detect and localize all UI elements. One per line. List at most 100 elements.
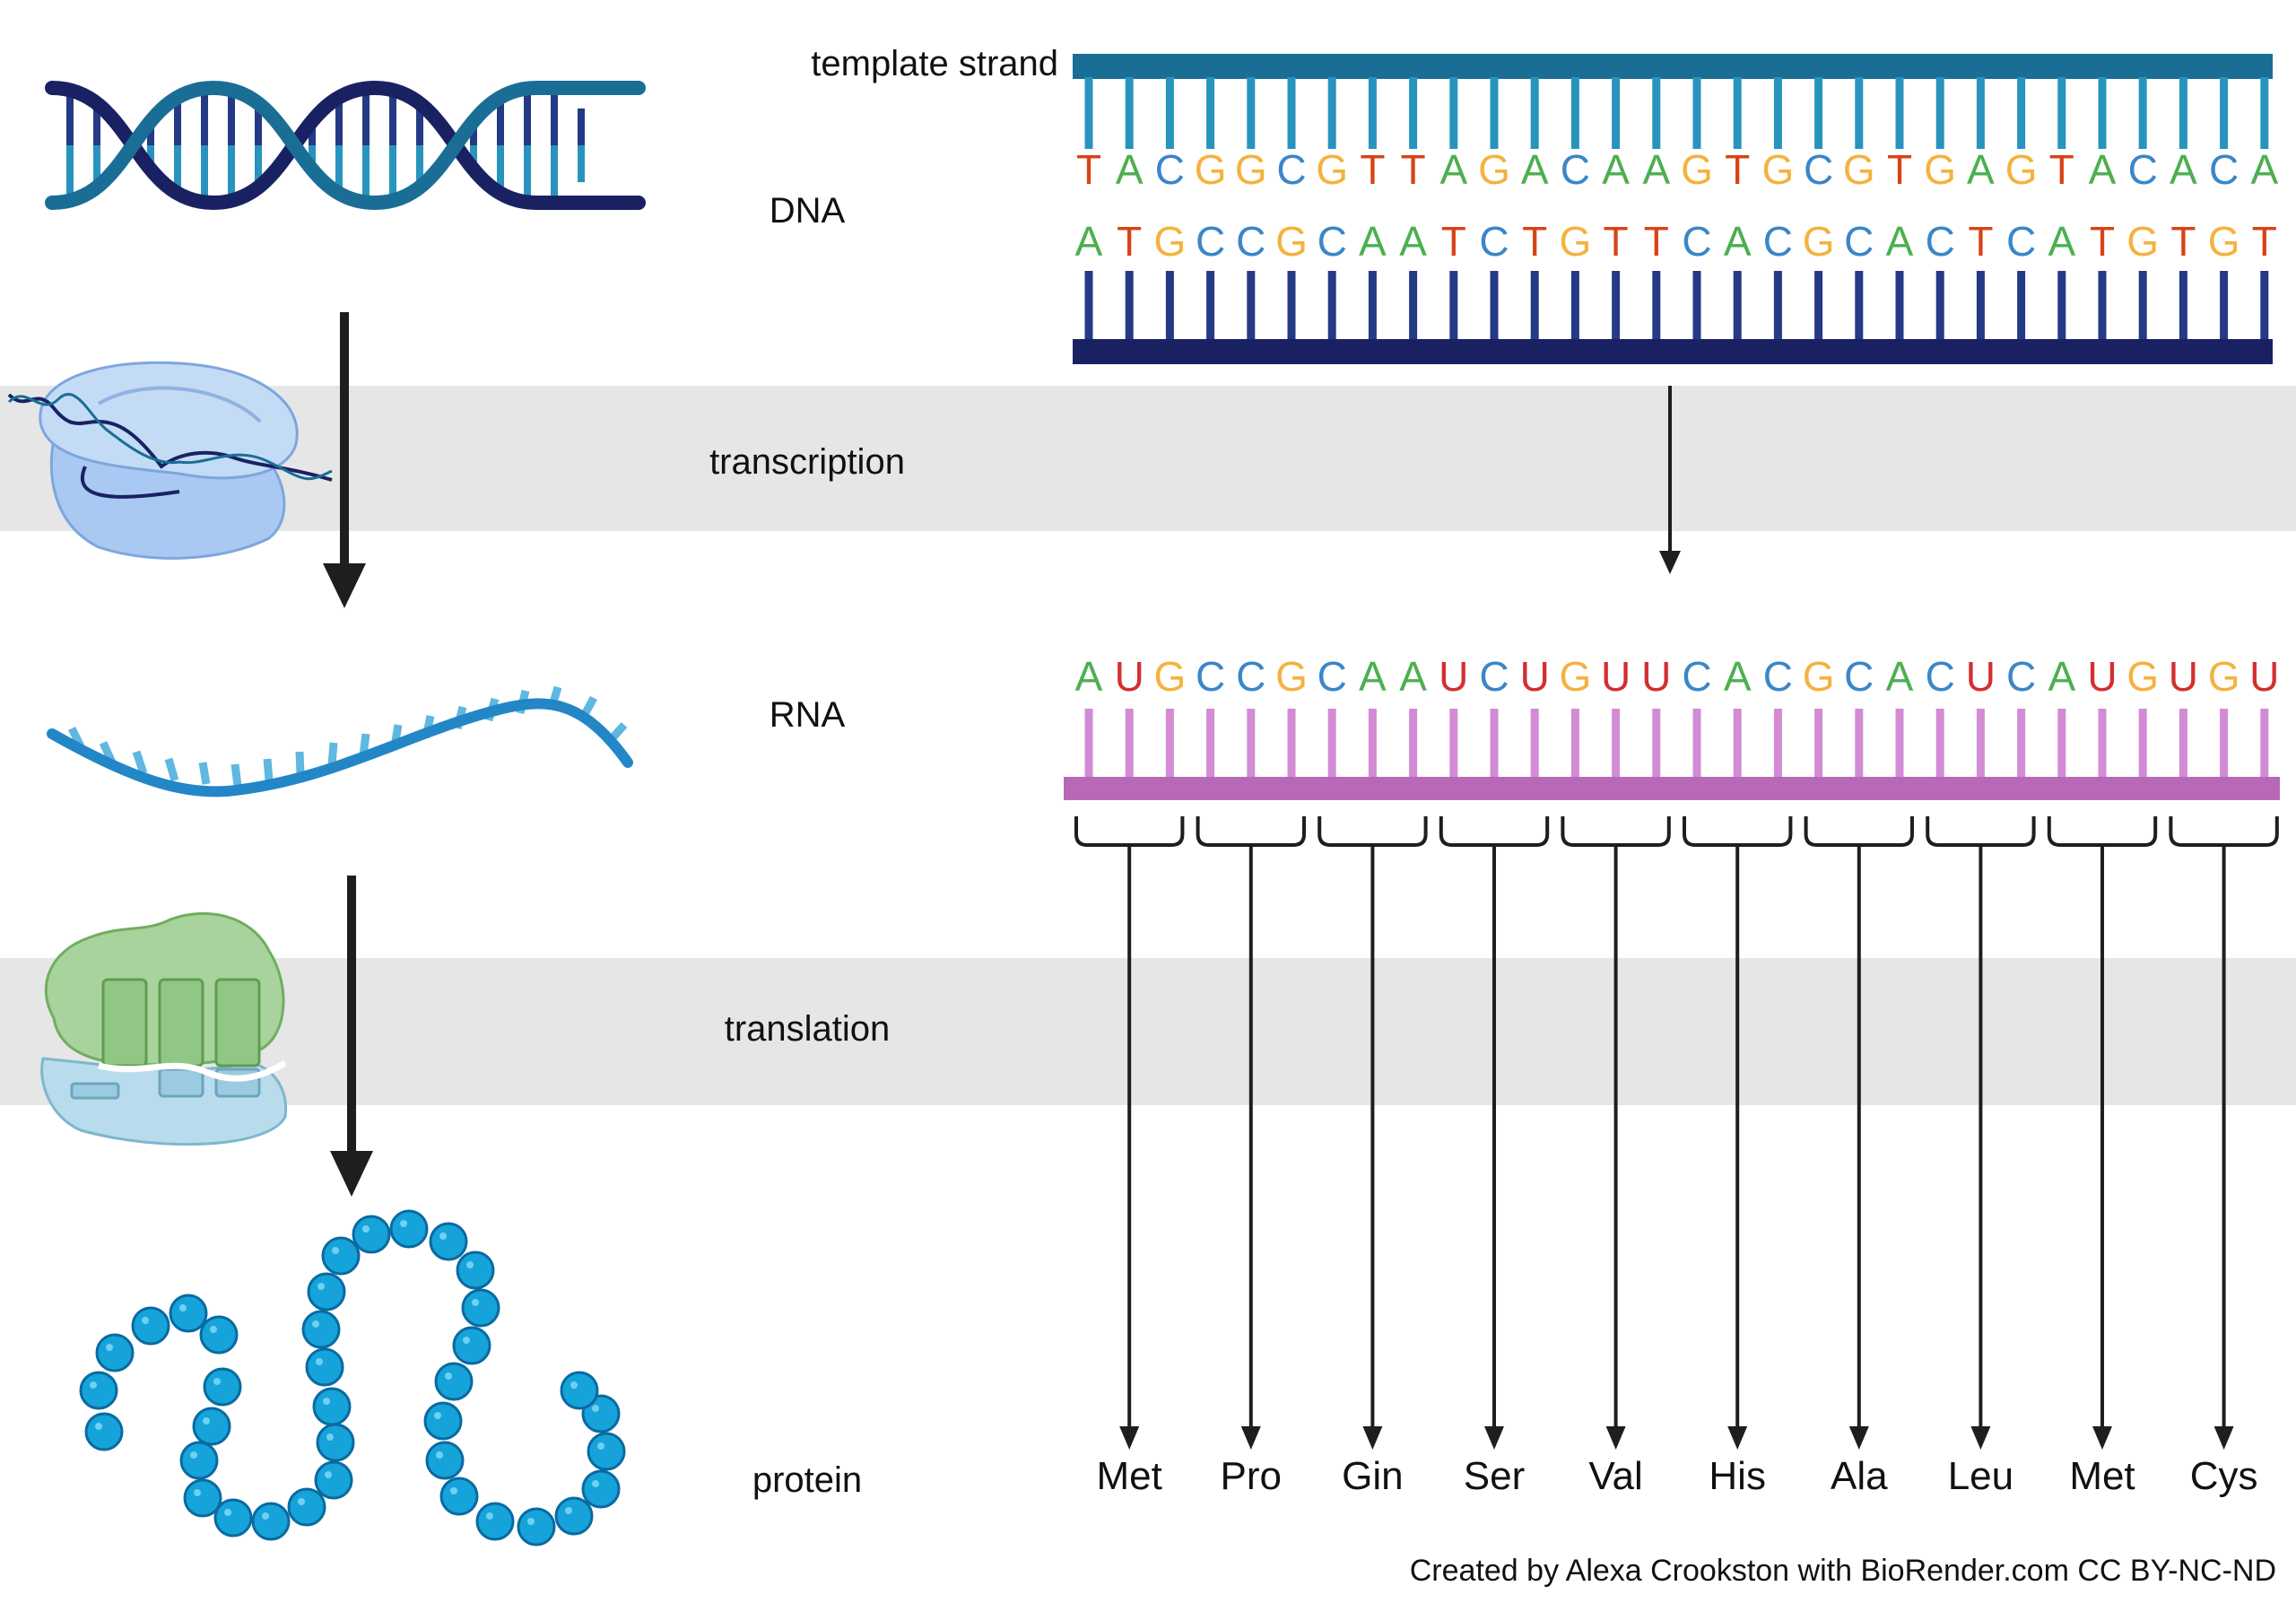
coding-tooth bbox=[1368, 271, 1377, 341]
coding-tooth bbox=[1409, 271, 1418, 341]
rna-tooth bbox=[2179, 709, 2187, 779]
rna-tooth bbox=[1976, 709, 1985, 779]
amino-acid-label: Val bbox=[1588, 1454, 1642, 1498]
amino-acid-bead bbox=[192, 1407, 231, 1446]
amino-acid-bead bbox=[434, 1362, 474, 1401]
rna-tooth bbox=[2098, 709, 2107, 779]
rna-tooth bbox=[1652, 709, 1661, 779]
coding-tooth bbox=[1287, 271, 1296, 341]
label-dna: DNA bbox=[770, 191, 846, 231]
codon-arrowhead bbox=[2213, 1426, 2234, 1450]
rna-base: C bbox=[1682, 653, 1711, 700]
rna-base: U bbox=[1601, 653, 1631, 700]
rna-tooth bbox=[1327, 709, 1336, 779]
bead-highlight bbox=[298, 1498, 305, 1505]
rna-icon-tooth bbox=[230, 763, 242, 787]
amino-acid-bead bbox=[461, 1288, 500, 1328]
template-tooth bbox=[2260, 77, 2269, 149]
amino-acid-bead bbox=[581, 1469, 621, 1509]
template-strand bbox=[1073, 54, 2273, 149]
template-base: A bbox=[2250, 146, 2278, 193]
label-rna: RNA bbox=[770, 695, 846, 735]
template-tooth bbox=[1773, 77, 1782, 149]
codon-arrowhead bbox=[1119, 1426, 1140, 1450]
template-tooth bbox=[1247, 77, 1256, 149]
coding-base: C bbox=[1318, 218, 1347, 265]
left-arrow-transcription bbox=[323, 312, 366, 608]
rna-tooth bbox=[1206, 709, 1215, 779]
credit-text: Created by Alexa Crookston with BioRende… bbox=[1410, 1554, 2276, 1588]
rna-base: U bbox=[1439, 653, 1468, 700]
template-base: T bbox=[1725, 146, 1750, 193]
coding-base: T bbox=[1441, 218, 1466, 265]
coding-base: G bbox=[1803, 218, 1835, 265]
amino-acid-label: Ser bbox=[1464, 1454, 1525, 1498]
rna-strand-backbone bbox=[1064, 777, 2280, 800]
amino-acid-bead bbox=[312, 1387, 352, 1426]
rna-tooth bbox=[2220, 709, 2229, 779]
bead-highlight bbox=[472, 1299, 479, 1306]
codon-bracket bbox=[1683, 816, 1793, 847]
coding-base: C bbox=[1479, 218, 1509, 265]
coding-base: T bbox=[1644, 218, 1669, 265]
bead-highlight bbox=[316, 1358, 323, 1365]
codon-arrowhead bbox=[1605, 1426, 1626, 1450]
bead-highlight bbox=[210, 1326, 217, 1333]
bead-highlight bbox=[570, 1381, 578, 1389]
bead-highlight bbox=[194, 1489, 201, 1496]
coding-tooth bbox=[1612, 271, 1621, 341]
bead-highlight bbox=[597, 1442, 604, 1450]
rna-base: A bbox=[1359, 653, 1387, 700]
coding-base: A bbox=[1724, 218, 1752, 265]
template-tooth bbox=[1652, 77, 1661, 149]
rna-base: C bbox=[1844, 653, 1874, 700]
amino-acid-bead bbox=[199, 1315, 239, 1355]
rna-tooth bbox=[1368, 709, 1377, 779]
bead-highlight bbox=[486, 1512, 493, 1520]
rna-tooth bbox=[1165, 709, 1174, 779]
bead-highlight bbox=[90, 1381, 97, 1389]
coding-base: C bbox=[1926, 218, 1955, 265]
amino-acid-bead bbox=[554, 1496, 594, 1536]
template-base: C bbox=[2209, 146, 2239, 193]
rna-tooth bbox=[1570, 709, 1579, 779]
codon-bracket bbox=[1196, 816, 1306, 847]
bead-highlight bbox=[224, 1509, 231, 1516]
rna-base: G bbox=[1154, 653, 1187, 700]
label-protein: protein bbox=[752, 1460, 862, 1500]
template-base: G bbox=[1762, 146, 1795, 193]
template-base: C bbox=[2128, 146, 2158, 193]
coding-base: G bbox=[1275, 218, 1308, 265]
amino-acid-bead bbox=[425, 1441, 465, 1480]
amino-acid-label: Gin bbox=[1342, 1454, 1403, 1498]
rna-base: A bbox=[1886, 653, 1914, 700]
bead-highlight bbox=[312, 1320, 319, 1328]
coding-tooth bbox=[2260, 271, 2269, 341]
protein-chain-icon bbox=[79, 1209, 626, 1547]
template-base: T bbox=[1401, 146, 1426, 193]
template-tooth bbox=[1409, 77, 1418, 149]
amino-acid-bead bbox=[389, 1209, 429, 1249]
amino-acid-bead bbox=[179, 1441, 219, 1480]
template-tooth bbox=[1895, 77, 1904, 149]
amino-acid-label: Met bbox=[1097, 1454, 1162, 1498]
coding-base: A bbox=[1886, 218, 1914, 265]
bead-highlight bbox=[325, 1471, 332, 1478]
bead-highlight bbox=[317, 1283, 325, 1290]
codon-bracket bbox=[2169, 816, 2279, 847]
amino-acid-bead bbox=[203, 1367, 242, 1407]
coding-tooth bbox=[1935, 271, 1944, 341]
bead-highlight bbox=[95, 1423, 102, 1430]
template-strand-backbone bbox=[1073, 54, 2273, 79]
rna-base: G bbox=[2126, 653, 2159, 700]
rna-tooth bbox=[1895, 709, 1904, 779]
coding-base: G bbox=[1154, 218, 1187, 265]
coding-tooth bbox=[1733, 271, 1742, 341]
coding-base: A bbox=[2048, 218, 2075, 265]
template-tooth bbox=[1692, 77, 1701, 149]
template-tooth bbox=[2017, 77, 2026, 149]
